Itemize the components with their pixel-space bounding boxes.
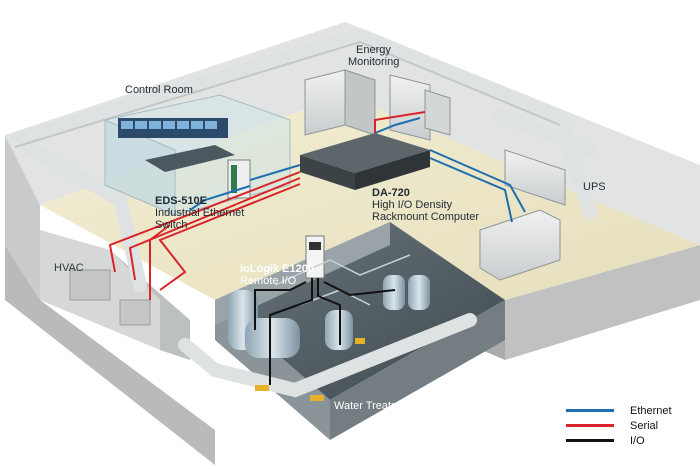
ethernet-line-0 — [249, 164, 301, 181]
water-treatment-label: Water Treatment — [334, 400, 416, 412]
hvac-unit — [40, 230, 190, 360]
legend-swatch-io — [566, 439, 614, 442]
io-line-0 — [269, 278, 313, 385]
air-ducts — [8, 27, 597, 398]
water-treatment-equipment — [228, 254, 430, 401]
serial-line-3 — [374, 111, 426, 133]
legend-swatch-ethernet — [566, 409, 614, 412]
hvac-label: HVAC — [54, 262, 84, 274]
legend-label-serial: Serial — [630, 419, 659, 432]
eds-510e-subtitle-line1: Industrial Ethernet — [155, 207, 245, 219]
iologik-subtitle: Remote I/O — [240, 275, 297, 287]
ethernet-line-4 — [189, 185, 251, 211]
iologik-title: ioLogik E1200 — [240, 263, 314, 275]
io-line-1 — [317, 278, 341, 345]
ups-label: UPS — [583, 181, 606, 193]
ethernet-line-2 — [429, 157, 513, 223]
ups-cabinets — [479, 149, 566, 281]
ethernet-cables — [189, 117, 526, 223]
iologik-e1200-device — [305, 235, 325, 279]
serial-line-2 — [158, 183, 301, 291]
da-720-subtitle-line2: Rackmount Computer — [372, 211, 479, 223]
legend-item-io: I/O — [566, 433, 696, 448]
legend-label-ethernet: Ethernet — [630, 404, 672, 417]
io-line-3 — [323, 281, 396, 297]
ethernet-line-3 — [374, 117, 421, 134]
da-720-title: DA-720 — [372, 187, 410, 199]
eds-510e-title: EDS-510E — [155, 195, 207, 207]
io-cables — [254, 278, 396, 385]
serial-line-0 — [108, 171, 301, 273]
serial-cables — [108, 111, 426, 300]
io-line-2 — [254, 281, 307, 330]
legend-item-serial: Serial — [566, 418, 696, 433]
control-room-label: Control Room — [125, 84, 193, 96]
ethernet-line-1 — [429, 149, 526, 213]
cable-legend: Ethernet Serial I/O — [566, 403, 696, 448]
legend-label-io: I/O — [630, 434, 645, 447]
eds-510e-subtitle-line2: Switch — [155, 219, 188, 231]
da-720-subtitle-line1: High I/O Density — [372, 199, 453, 211]
serial-line-4 — [149, 224, 171, 300]
serial-line-1 — [128, 177, 301, 281]
energy-monitoring-label-line2: Monitoring — [348, 56, 400, 68]
legend-swatch-serial — [566, 424, 614, 427]
legend-item-ethernet: Ethernet — [566, 403, 696, 418]
da-720-computer — [300, 133, 430, 190]
energy-monitoring-label-line1: Energy — [356, 44, 391, 56]
